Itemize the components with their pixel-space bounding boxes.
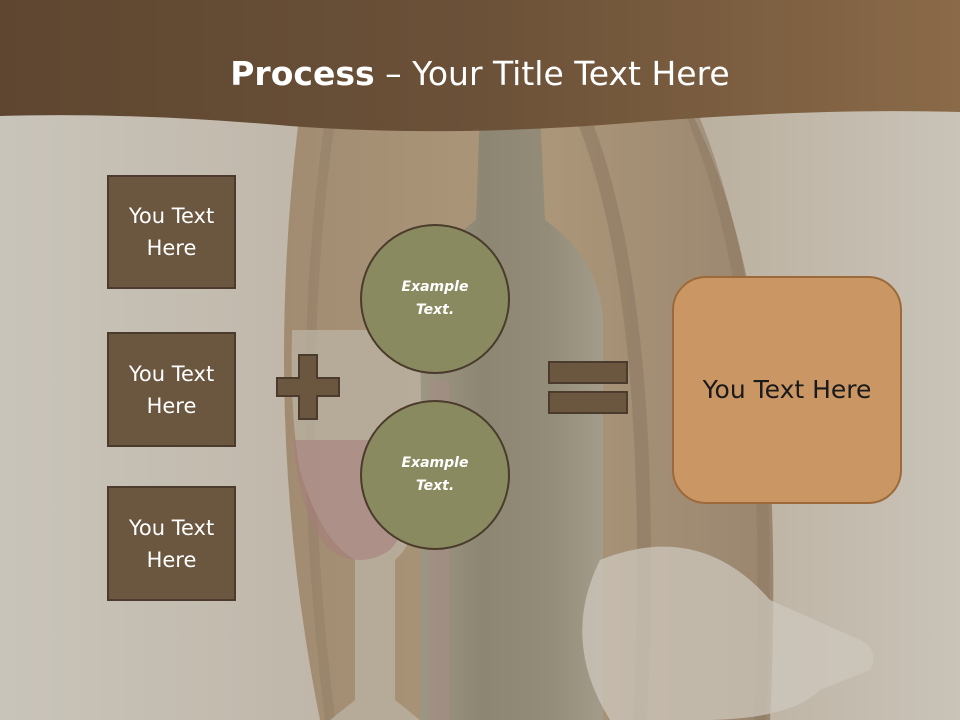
header-band bbox=[0, 0, 960, 132]
result-box[interactable]: You Text Here bbox=[672, 276, 902, 504]
title-separator: – bbox=[374, 54, 413, 93]
title-bold: Process bbox=[230, 54, 375, 93]
left-box-2[interactable]: You Text Here bbox=[107, 332, 236, 447]
left-box-2-label: You Text Here bbox=[128, 361, 215, 418]
result-label: You Text Here bbox=[702, 375, 872, 404]
circle-1-label: Example Text. bbox=[401, 279, 469, 318]
circle-2-label: Example Text. bbox=[401, 455, 469, 494]
equals-icon bbox=[548, 361, 628, 414]
left-box-3-label: You Text Here bbox=[128, 515, 215, 572]
circle-1[interactable]: Example Text. bbox=[360, 224, 510, 374]
slide-title: Process – Your Title Text Here bbox=[0, 52, 960, 96]
circle-2[interactable]: Example Text. bbox=[360, 400, 510, 550]
plus-icon bbox=[276, 354, 340, 420]
title-text: Your Title Text Here bbox=[412, 54, 730, 93]
left-box-3[interactable]: You Text Here bbox=[107, 486, 236, 601]
left-box-1[interactable]: You Text Here bbox=[107, 175, 236, 289]
left-box-1-label: You Text Here bbox=[128, 204, 215, 260]
